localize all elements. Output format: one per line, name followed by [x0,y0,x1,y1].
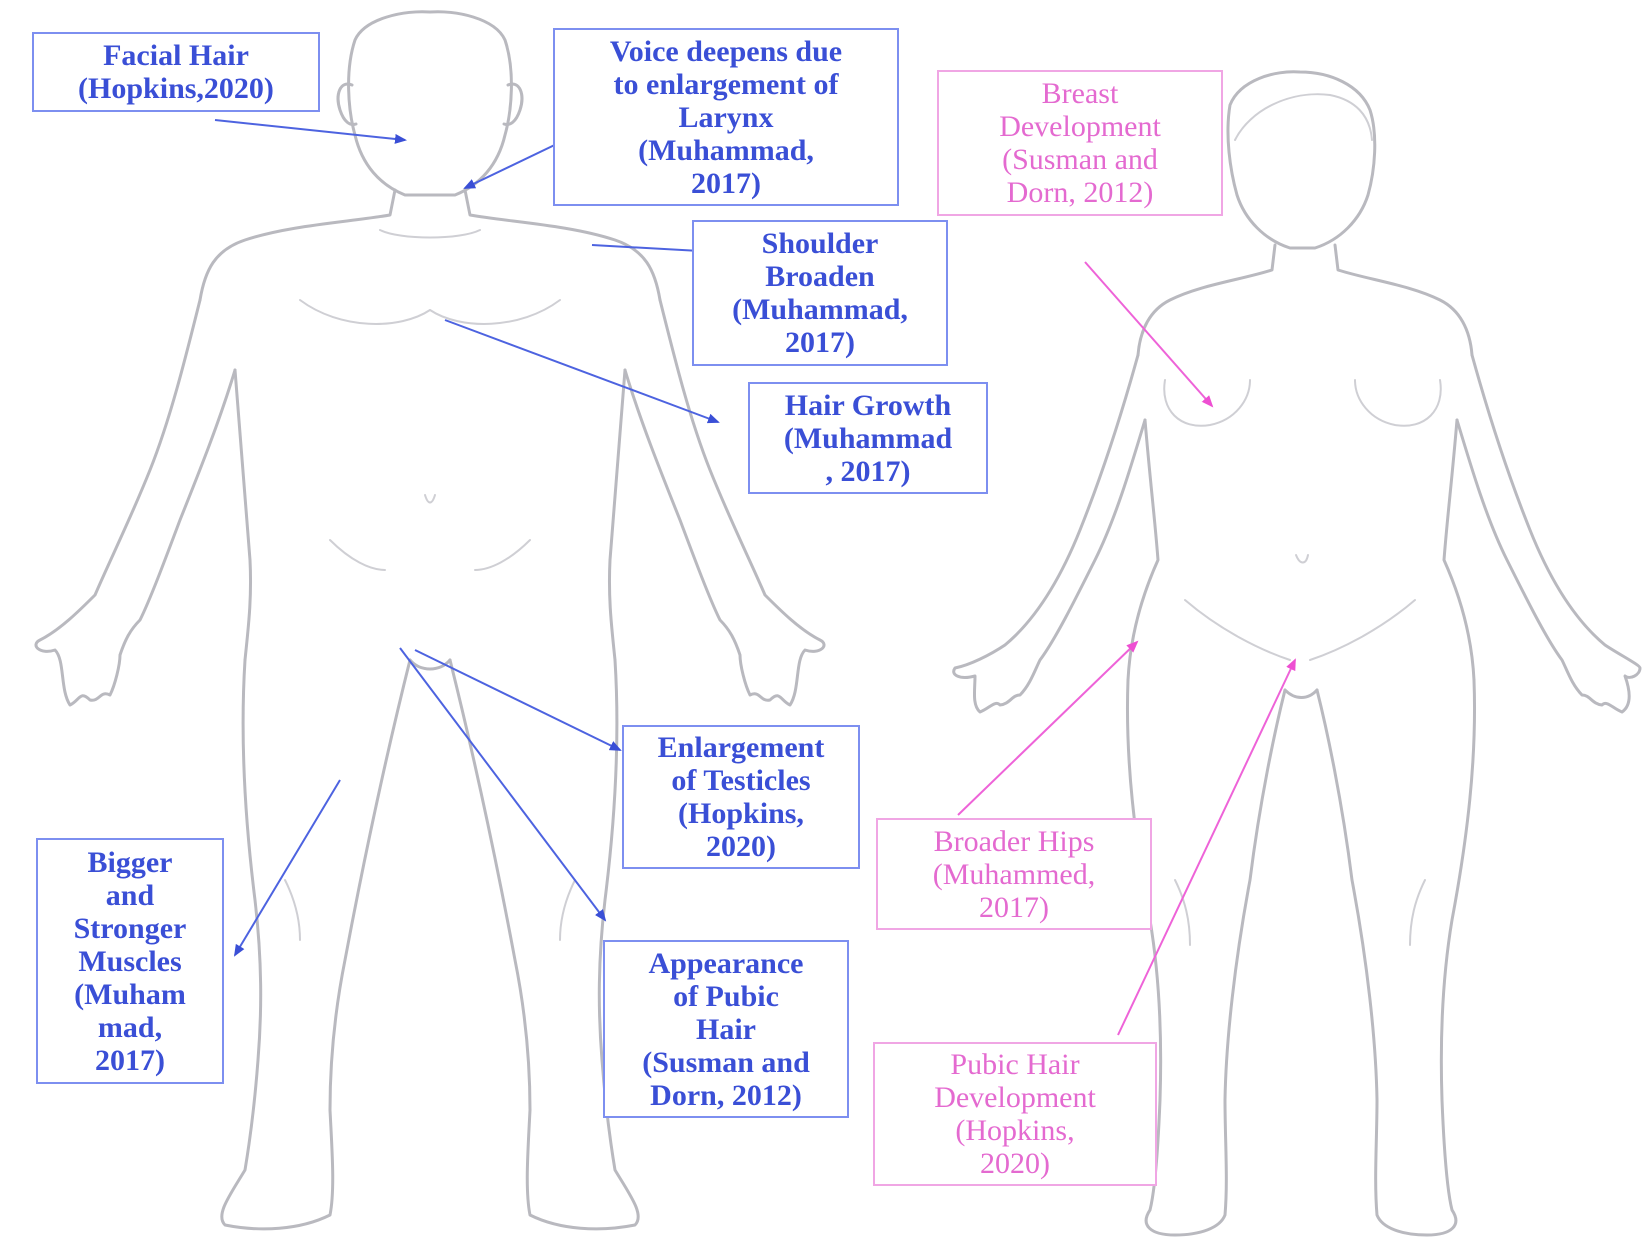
arrow-breast [1085,262,1212,406]
label-facial-hair: Facial Hair (Hopkins,2020) [32,32,320,112]
label-hair-growth: Hair Growth (Muhammad , 2017) [748,382,988,494]
arrow-pubic-hair [400,648,605,920]
label-bigger-muscles: Bigger and Stronger Muscles (Muham mad, … [36,838,224,1084]
arrow-testicles [415,650,620,750]
label-pubic-hair-female: Pubic Hair Development (Hopkins, 2020) [873,1042,1157,1186]
arrow-hips [958,642,1137,815]
label-broader-hips: Broader Hips (Muhammed, 2017) [876,818,1152,930]
arrow-facial-hair [215,120,405,140]
label-pubic-hair-male: Appearance of Pubic Hair (Susman and Dor… [603,940,849,1118]
label-shoulder-broaden: Shoulder Broaden (Muhammad, 2017) [692,220,948,366]
label-voice-deepens: Voice deepens due to enlargement of Lary… [553,28,899,206]
label-enlargement-testicles: Enlargement of Testicles (Hopkins, 2020) [622,725,860,869]
label-breast-development: Breast Development (Susman and Dorn, 201… [937,70,1223,216]
